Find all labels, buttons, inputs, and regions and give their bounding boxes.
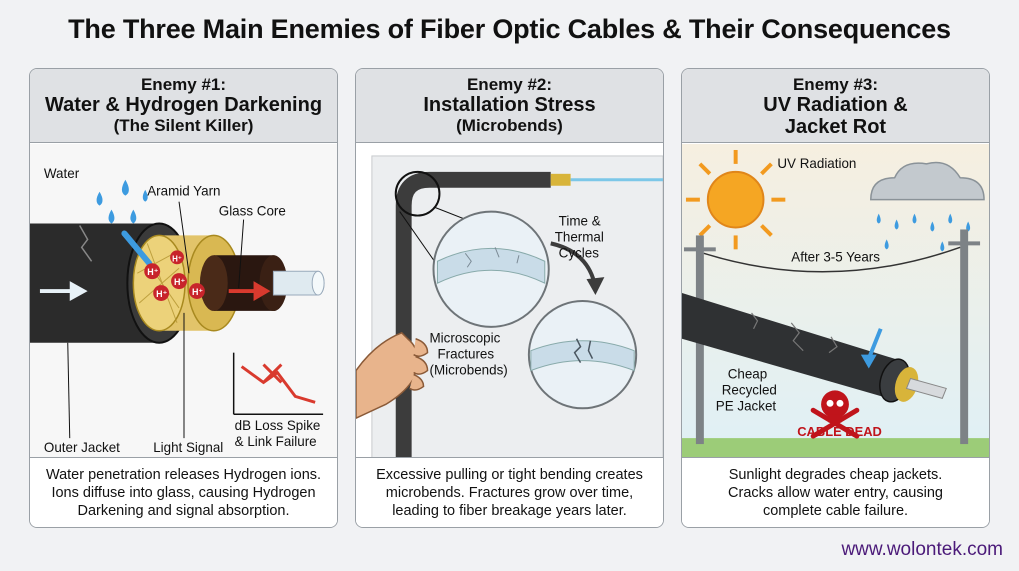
label-light-signal: Light Signal (153, 440, 223, 455)
panel-caption: Excessive pulling or tight bending creat… (356, 457, 663, 527)
enemy-title: UV Radiation & (763, 94, 908, 116)
panel-caption: Water penetration releases Hydrogen ions… (30, 457, 337, 527)
label-after-years: After 3-5 Years (791, 249, 880, 264)
label-outer-jacket: Outer Jacket (44, 440, 120, 455)
label-uv-radiation: UV Radiation (777, 156, 856, 171)
label-cheap: Cheap (728, 366, 768, 381)
enemy-subtitle: Jacket Rot (784, 116, 887, 138)
sun-icon (685, 149, 786, 250)
panel-header: Enemy #1: Water & Hydrogen Darkening (Th… (30, 69, 337, 143)
svg-text:H⁺: H⁺ (147, 267, 158, 277)
svg-text:PE Jacket: PE Jacket (716, 398, 777, 413)
enemy-number: Enemy #1: (140, 75, 227, 94)
label-time: Time & (559, 213, 601, 228)
glass-core-shape (199, 255, 228, 311)
page-title: The Three Main Enemies of Fiber Optic Ca… (68, 14, 951, 44)
panel-uv-radiation: Enemy #3: UV Radiation & Jacket Rot (681, 68, 990, 528)
water-drops-icon (96, 179, 148, 224)
svg-text:H⁺: H⁺ (174, 277, 185, 287)
hand-icon (356, 331, 429, 420)
skull-crossbones-icon (810, 390, 860, 439)
panel-water-hydrogen: Enemy #1: Water & Hydrogen Darkening (Th… (29, 68, 338, 528)
label-microscopic: Microscopic (430, 331, 501, 346)
website-link[interactable]: www.wolontek.com (841, 539, 1003, 560)
panel-caption: Sunlight degrades cheap jackets. Cracks … (682, 457, 989, 527)
panel-header: Enemy #3: UV Radiation & Jacket Rot (682, 69, 989, 143)
label-cable-dead: CABLE DEAD (797, 424, 882, 439)
rain-cloud-icon (870, 161, 985, 252)
label-link-failure: & Link Failure (235, 434, 317, 449)
enemy-subtitle: (The Silent Killer) (113, 116, 254, 135)
db-loss-chart (232, 352, 324, 416)
label-water: Water (44, 166, 80, 181)
enemy-title: Water & Hydrogen Darkening (44, 94, 323, 116)
enemy-subtitle: (Microbends) (456, 116, 563, 135)
illustration-uv: UV Radiation After 3-5 Years Cheap Recyc… (682, 143, 989, 459)
svg-text:Fractures: Fractures (437, 347, 494, 362)
enemy-number: Enemy #2: (466, 75, 553, 94)
label-db-loss: dB Loss Spike (235, 418, 321, 433)
damaged-cable-shape (682, 293, 901, 399)
panel-installation-stress: Enemy #2: Installation Stress (Microbend… (355, 68, 664, 528)
svg-text:H⁺: H⁺ (172, 254, 182, 263)
label-aramid: Aramid Yarn (147, 184, 220, 199)
svg-text:H⁺: H⁺ (156, 289, 167, 299)
svg-text:H⁺: H⁺ (192, 287, 203, 297)
hydrogen-ions-icon: H⁺ H⁺ H⁺ H⁺ H⁺ (144, 250, 205, 301)
enemy-title: Installation Stress (423, 94, 596, 116)
svg-text:Recycled: Recycled (722, 382, 777, 397)
label-glass-core: Glass Core (219, 204, 286, 219)
illustration-microbends: Time & Thermal Cycles Microscopic Fractu… (356, 143, 663, 459)
panel-header: Enemy #2: Installation Stress (Microbend… (356, 69, 663, 143)
illustration-water: H⁺ H⁺ H⁺ H⁺ H⁺ Water (30, 143, 337, 459)
svg-text:(Microbends): (Microbends) (430, 363, 508, 378)
svg-text:Cycles: Cycles (559, 245, 600, 260)
enemy-number: Enemy #3: (792, 75, 879, 94)
bent-cable-shape (395, 171, 551, 458)
svg-text:Thermal: Thermal (555, 229, 604, 244)
